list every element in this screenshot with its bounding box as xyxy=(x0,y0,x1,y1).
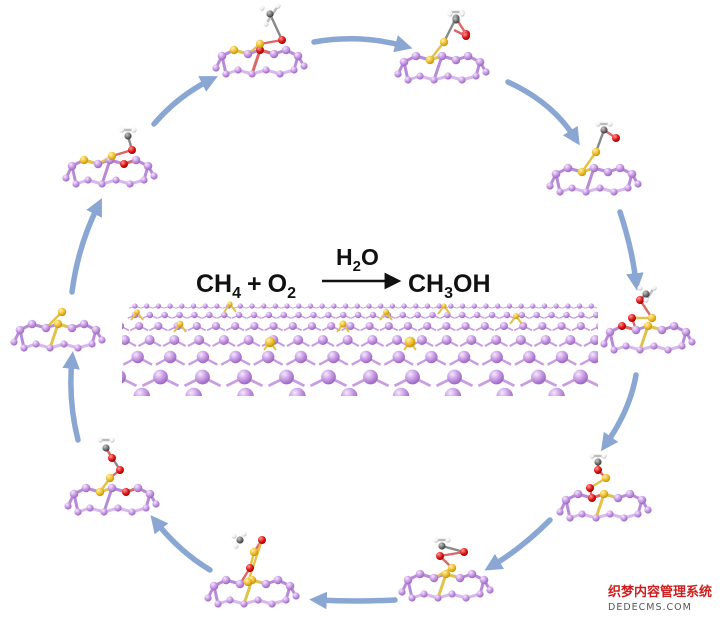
structure-step-1 xyxy=(212,3,308,78)
reactant-methane-subscript: 4 xyxy=(232,285,241,302)
product-methyl: CH xyxy=(408,270,444,298)
cycle-arrows xyxy=(62,35,644,610)
product-methyl-subscript: 3 xyxy=(444,285,453,302)
structure-step-2 xyxy=(394,9,490,84)
catalyst-water: H2O xyxy=(336,244,379,275)
oxygen-icon xyxy=(447,11,470,40)
watermark-title: 织梦内容管理系统 xyxy=(608,584,712,600)
cycle-arrow xyxy=(505,79,580,146)
cycle-arrow xyxy=(311,35,413,53)
reactant-oxygen: O xyxy=(268,270,287,298)
reactant-methane: CH xyxy=(196,270,232,298)
cycle-arrow xyxy=(484,517,553,571)
structure-step-5 xyxy=(556,453,652,522)
structure-step-4 xyxy=(600,285,696,354)
cycle-arrow xyxy=(150,515,213,573)
cycle-arrow xyxy=(617,209,644,291)
structure-step-7 xyxy=(204,536,300,608)
structure-step-3 xyxy=(546,121,642,196)
cycle-arrow xyxy=(309,591,398,610)
cycle-arrow xyxy=(151,76,218,127)
svg-text:CH4+O2: CH4 +O2 xyxy=(196,270,296,302)
svg-text:CH3OH: CH3OH xyxy=(408,270,491,302)
catalyst-surface-image xyxy=(122,300,598,396)
reaction-equation: CH4+O2 H2O CH3OH xyxy=(196,244,491,302)
structure-step-8 xyxy=(64,437,160,516)
structure-step-6 xyxy=(398,537,494,602)
product-hydroxyl: OH xyxy=(453,270,491,298)
cycle-structures xyxy=(10,3,696,608)
cycle-arrow xyxy=(69,198,102,295)
reactant-oxygen-subscript: 2 xyxy=(287,285,296,302)
plus-sign: + xyxy=(247,270,262,298)
watermark: 织梦内容管理系统 DEDECMS.COM xyxy=(608,584,712,613)
methane-icon xyxy=(231,531,247,549)
watermark-url: DEDECMS.COM xyxy=(608,602,692,613)
structure-step-9 xyxy=(10,307,106,352)
cycle-arrow xyxy=(62,351,81,443)
structure-step-10 xyxy=(62,127,158,188)
cycle-arrow xyxy=(600,372,639,452)
